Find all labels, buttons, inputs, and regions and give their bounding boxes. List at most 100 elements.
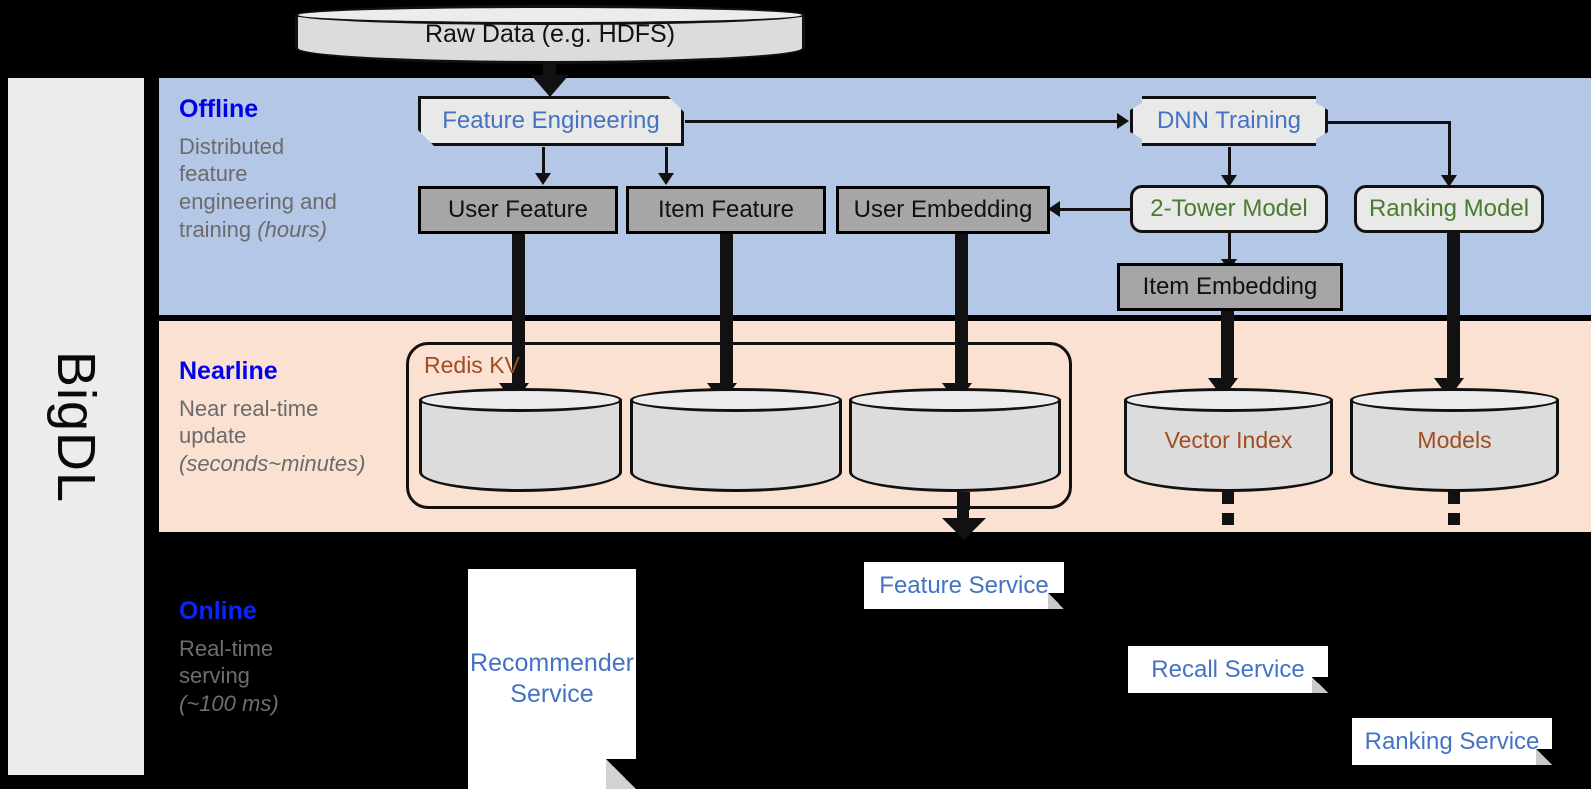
page-fold-icon [1048, 593, 1064, 609]
online-desc-l1: Real-time [179, 635, 274, 661]
page-fold-icon [606, 759, 636, 789]
feature-service-node[interactable]: Feature Service [864, 562, 1064, 609]
arrow-dnn-to-ranking-head [1441, 175, 1457, 187]
user-feature-label: User Feature [447, 196, 589, 223]
arrow-rawdata-to-fe-shaft [543, 62, 556, 79]
offline-desc-l3: engineering and [179, 189, 337, 215]
nearline-desc-l1: Near real-time [179, 395, 319, 421]
arrow-user-embedding-to-redis-shaft [955, 234, 968, 386]
dnn-training-node[interactable]: DNN Training [1130, 96, 1328, 146]
arrow-fe-to-user-feature-shaft [542, 147, 545, 175]
offline-description: Distributed feature engineering and trai… [179, 133, 337, 245]
models-store[interactable]: Models [1350, 388, 1559, 492]
item-embedding-node[interactable]: Item Embedding [1117, 263, 1343, 311]
models-store-top [1350, 388, 1559, 412]
redis-store-user-feature-label [419, 388, 622, 492]
online-title: Online [179, 597, 257, 625]
raw-data-store[interactable]: Raw Data (e.g. HDFS) [295, 5, 805, 64]
redis-store-item-feature[interactable] [630, 388, 842, 492]
ranking-service-node[interactable]: Ranking Service [1352, 718, 1552, 765]
recommender-service-node[interactable]: Recommender Service [468, 569, 636, 789]
raw-data-cylinder-top [295, 5, 805, 25]
item-embedding-label: Item Embedding [1142, 273, 1318, 300]
feature-service-label: Feature Service [879, 571, 1049, 599]
models-store-label: Models [1417, 426, 1492, 453]
nearline-title: Nearline [179, 357, 278, 385]
connector-models-dash-2 [1448, 513, 1460, 525]
feature-engineering-node[interactable]: Feature Engineering [418, 96, 684, 146]
recommender-service-label-line1: Recommender [470, 648, 634, 677]
raw-data-label: Raw Data (e.g. HDFS) [424, 20, 676, 48]
arrow-fe-to-item-feature-shaft [665, 147, 668, 175]
arrow-user-feature-to-redis-shaft [512, 234, 525, 386]
bigdl-rail [8, 78, 144, 775]
online-desc-emph: (~100 ms) [179, 691, 279, 717]
recommender-service-label-wrap: Recommender Service [470, 648, 634, 711]
redis-store-user-embedding-label [849, 388, 1061, 492]
bigdl-label-text: BigDL [46, 350, 107, 503]
arrow-fe-to-dnn-head [1117, 113, 1129, 129]
user-embedding-node[interactable]: User Embedding [836, 186, 1050, 234]
vector-index-label: Vector Index [1164, 426, 1293, 453]
connector-redis-to-feature-service-head [942, 518, 986, 540]
online-desc-l2: serving [179, 663, 250, 689]
nearline-description: Near real-time update (seconds~minutes) [179, 395, 365, 479]
arrow-item-feature-to-redis-shaft [720, 234, 733, 386]
offline-title: Offline [179, 95, 259, 123]
item-feature-node[interactable]: Item Feature [626, 186, 826, 234]
recall-service-label: Recall Service [1151, 655, 1305, 683]
item-feature-label: Item Feature [657, 196, 795, 223]
offline-desc-l1: Distributed [179, 133, 285, 159]
arrow-rawdata-to-fe-head [531, 75, 569, 97]
offline-desc-l2: feature [179, 161, 248, 187]
online-description: Real-time serving (~100 ms) [179, 635, 279, 719]
arrow-twotower-to-item-embedding-shaft [1228, 233, 1231, 261]
connector-models-dash-1 [1448, 489, 1460, 504]
recommender-service-label-line2: Service [510, 680, 594, 708]
redis-store-user-embedding-body [849, 399, 1061, 492]
offline-caption: Offline Distributed feature engineering … [179, 95, 337, 245]
nearline-caption: Nearline Near real-time update (seconds~… [179, 357, 365, 479]
ranking-service-label: Ranking Service [1364, 727, 1540, 755]
user-embedding-label: User Embedding [853, 196, 1033, 223]
offline-desc-l4: training [179, 217, 258, 243]
nearline-desc-emph: (seconds~minutes) [179, 451, 366, 477]
arrow-dnn-to-ranking-h [1328, 121, 1451, 124]
redis-kv-group [406, 342, 1072, 509]
connector-vector-index-dash-2 [1222, 513, 1234, 525]
redis-store-user-embedding-top [849, 388, 1061, 412]
ranking-model-label: Ranking Model [1368, 195, 1530, 222]
vector-index-top [1124, 388, 1333, 412]
ranking-model-node[interactable]: Ranking Model [1354, 185, 1544, 233]
arrow-twotower-to-user-embedding-shaft [1060, 208, 1130, 211]
arrow-twotower-to-user-embedding-head [1048, 201, 1060, 217]
online-caption: Online Real-time serving (~100 ms) [179, 597, 279, 719]
arrow-item-embedding-to-vector-index-shaft [1221, 311, 1234, 381]
redis-store-item-feature-label [630, 388, 842, 492]
dnn-training-label: DNN Training [1156, 107, 1302, 134]
connector-vector-index-dash-1 [1222, 489, 1234, 504]
offline-desc-emph: (hours) [257, 217, 327, 243]
feature-engineering-label: Feature Engineering [442, 107, 660, 134]
redis-store-user-embedding[interactable] [849, 388, 1061, 492]
arrow-fe-to-item-feature-head [658, 173, 674, 185]
redis-kv-label: Redis KV [424, 352, 520, 378]
bigdl-label: BigDL [8, 78, 144, 775]
two-tower-model-label: 2-Tower Model [1150, 195, 1308, 222]
vector-index-store[interactable]: Vector Index [1124, 388, 1333, 492]
arrow-dnn-to-ranking-v [1448, 121, 1451, 177]
arrow-fe-to-user-feature-head [535, 173, 551, 185]
page-fold-icon [1536, 749, 1552, 765]
connector-redis-to-feature-service-shaft [957, 492, 970, 510]
redis-store-user-feature[interactable] [419, 388, 622, 492]
connector-redis-to-feature-service-dash [957, 506, 969, 521]
redis-store-item-feature-top [630, 388, 842, 412]
two-tower-model-node[interactable]: 2-Tower Model [1130, 185, 1328, 233]
redis-store-user-feature-top [419, 388, 622, 412]
recall-service-node[interactable]: Recall Service [1128, 646, 1328, 693]
user-feature-node[interactable]: User Feature [418, 186, 618, 234]
arrow-dnn-to-twotower-shaft [1228, 147, 1231, 177]
arrow-dnn-to-twotower-head [1221, 175, 1237, 187]
arrow-ranking-model-to-models-shaft [1447, 233, 1460, 381]
